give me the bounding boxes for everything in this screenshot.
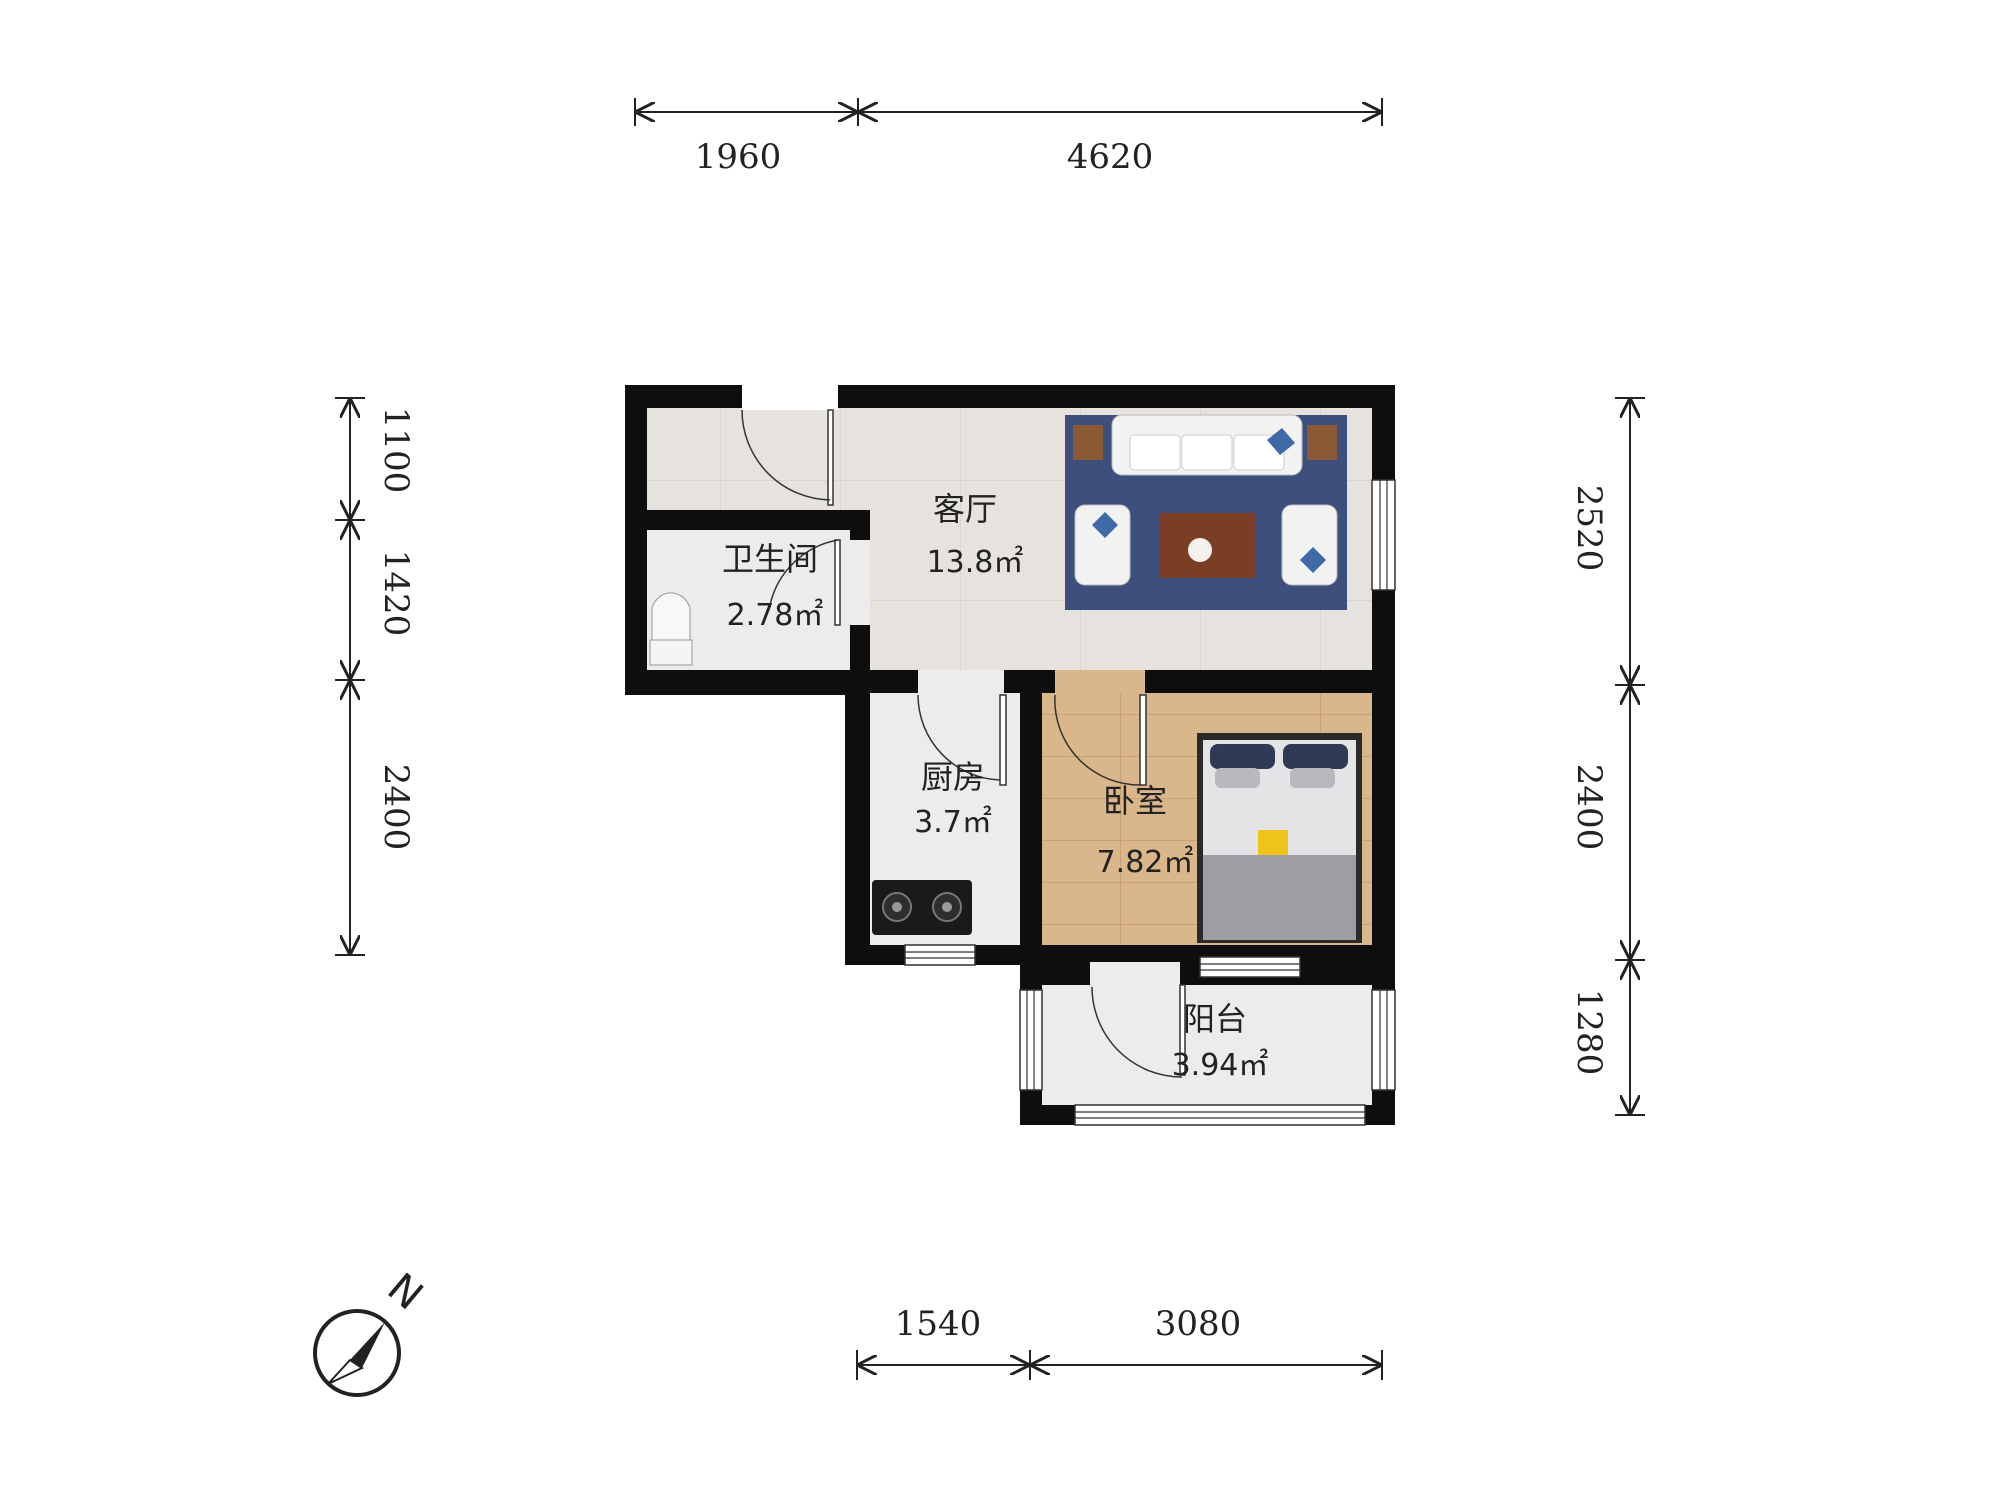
bedroom-door-gap [1055,670,1145,693]
dim-left-2: 1420 [376,550,416,637]
sofa-cushion-2 [1181,434,1233,471]
window-balcony-right [1371,989,1396,1091]
dimension-right [1615,397,1645,1116]
bed-book [1258,830,1288,855]
bed-pillow-left [1210,744,1275,769]
window-balcony-left [1019,989,1043,1091]
room-name-kitchen: 厨房 [921,758,985,796]
bed-pillow-grey-right [1290,768,1335,788]
side-table-left [1073,425,1103,460]
dim-bottom-1: 1540 [895,1304,982,1344]
dim-left-1: 1100 [376,407,416,494]
coffee-table-plate [1188,538,1212,562]
sofa-cushion-1 [1129,434,1181,471]
room-area-bathroom: 2.78㎡ [727,598,824,633]
stove-icon [872,880,972,935]
bathroom-door [769,539,841,626]
compass-icon [313,1309,401,1397]
window-bedroom [1199,956,1301,978]
armchair-right-pillow [1300,547,1326,573]
dimension-left [335,397,365,956]
bed-blanket [1203,855,1356,940]
bathroom-door-gap [850,540,870,625]
entry-door [741,409,834,506]
dim-bottom-2: 3080 [1155,1304,1242,1344]
room-area-balcony: 3.94㎡ [1172,1048,1269,1083]
dim-top-2: 4620 [1067,137,1154,177]
bathroom-divider-wall [625,510,850,530]
room-name-bedroom: 卧室 [1103,782,1167,820]
dimension-bottom [856,1350,1383,1380]
kitchen-door [917,694,1007,786]
dimension-top [634,98,1383,126]
dim-right-3: 1280 [1569,989,1609,1076]
balcony-floor [1042,985,1372,1105]
compass-north-label: N [379,1265,431,1319]
dim-top-1: 1960 [695,137,782,177]
room-name-bathroom: 卫生间 [722,540,818,578]
room-area-living: 13.8㎡ [927,545,1024,580]
room-area-kitchen: 3.7㎡ [914,805,992,840]
balcony-door [1091,984,1186,1078]
balcony-door-gap [1090,962,1180,987]
bedroom-door [1054,694,1147,786]
window-balcony-bottom [1074,1104,1366,1126]
bed-pillow-grey-left [1215,768,1260,788]
dim-right-2: 2400 [1569,764,1609,851]
armchair-right [1281,504,1338,586]
room-name-living: 客厅 [933,490,997,528]
armchair-left-pillow [1092,512,1118,538]
dim-left-3: 2400 [376,764,416,851]
entry-gap [742,385,838,410]
kitchen-bedroom-wall [1020,680,1042,965]
window-kitchen [904,944,976,966]
room-name-balcony: 阳台 [1183,1000,1247,1038]
window-living-right [1371,479,1396,591]
side-table-right [1307,425,1337,460]
bed-pillow-right [1283,744,1348,769]
kitchen-door-gap [918,670,1004,693]
living-room-furniture [1065,414,1347,610]
pillow-blue [1267,428,1295,455]
room-area-bedroom: 7.82㎡ [1097,845,1194,880]
bed-icon [1197,733,1362,943]
dim-right-1: 2520 [1569,485,1609,572]
toilet-icon [649,592,693,666]
